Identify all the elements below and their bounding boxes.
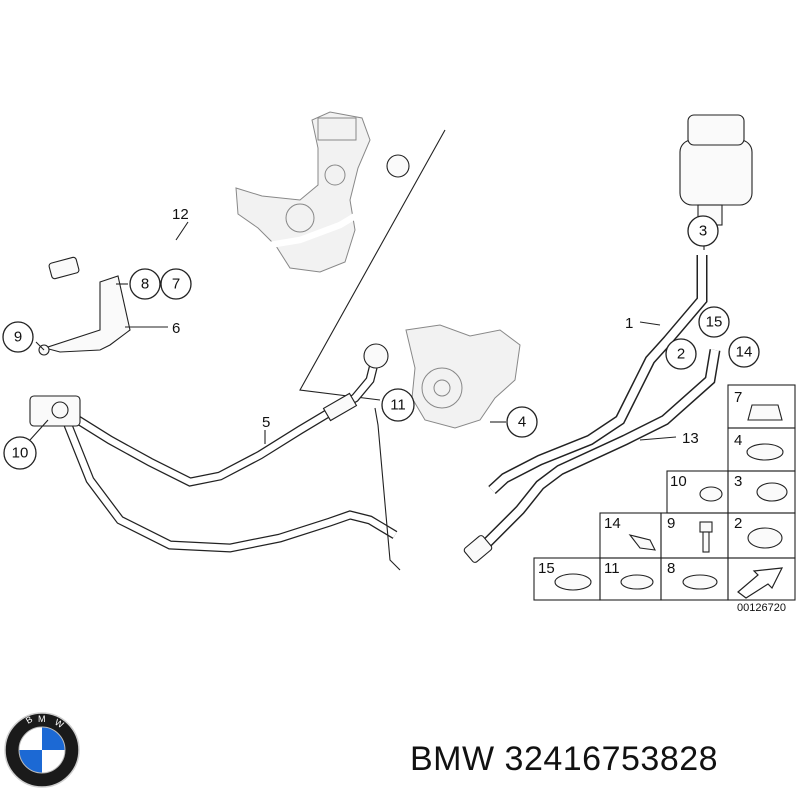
callout-3-label: 3	[699, 223, 707, 240]
callout-13: 13	[682, 430, 699, 447]
callout-2: 2	[665, 338, 697, 370]
callout-8: 8	[129, 268, 161, 300]
callout-8-label: 8	[141, 276, 149, 293]
legend-label-9: 9	[667, 515, 675, 532]
legend-label-14: 14	[604, 515, 621, 532]
steering-gear-ghost	[235, 111, 371, 273]
callout-14: 14	[728, 336, 760, 368]
legend-nut-small-icon	[699, 486, 723, 502]
legend-bolt-head-icon	[699, 521, 713, 533]
caption-brand: BMW	[410, 740, 495, 778]
callout-11-label: 11	[390, 397, 406, 414]
legend-label-15: 15	[538, 560, 555, 577]
callout-2-label: 2	[677, 346, 685, 363]
hose-13	[463, 349, 721, 563]
svg-text:M: M	[38, 714, 46, 724]
callout-9: 9	[2, 321, 34, 353]
legend-hose-clip-icon	[747, 527, 783, 549]
callout-7-label: 7	[172, 276, 180, 293]
callout-5: 5	[262, 414, 270, 431]
legend-nut-icon	[747, 404, 783, 421]
legend-clamp-icon	[746, 443, 784, 461]
legend-label-3: 3	[734, 473, 742, 490]
reservoir	[679, 114, 753, 226]
callout-1: 1	[625, 315, 633, 332]
legend-clip-icon	[628, 534, 656, 551]
callout-15-label: 15	[706, 314, 723, 331]
callout-9-label: 9	[14, 329, 22, 346]
legend-label-4: 4	[734, 432, 742, 449]
bracket-6	[43, 275, 131, 353]
callout-12: 12	[172, 206, 189, 223]
legend-grid: 7 4 10 3 14 9 2 15 11 8 00126720	[533, 384, 796, 614]
legend-washer-icon	[682, 574, 718, 590]
callout-4-label: 4	[518, 414, 526, 431]
legend-label-2: 2	[734, 515, 742, 532]
legend-clip-clamp-icon	[756, 482, 788, 502]
leader-11	[374, 407, 401, 571]
legend-bolt-shank-icon	[702, 531, 710, 553]
bmw-logo: B M W	[4, 712, 80, 788]
callout-6: 6	[172, 320, 180, 337]
svg-text:B: B	[24, 714, 34, 726]
caption-part-number: 32416753828	[504, 740, 719, 778]
legend-band-clamp-icon	[554, 573, 592, 591]
hose-1	[488, 255, 708, 495]
legend-label-7: 7	[734, 389, 742, 406]
leader-lines	[29, 221, 705, 444]
callout-7: 7	[160, 268, 192, 300]
return-hose	[29, 395, 398, 553]
callout-3: 3	[687, 215, 719, 247]
callout-11: 11	[381, 388, 415, 422]
diagram-code: 00126720	[737, 602, 786, 614]
legend-seal-ring-icon	[620, 574, 654, 590]
callout-14-label: 14	[736, 344, 753, 361]
legend-label-11: 11	[604, 560, 620, 577]
pump-ghost	[405, 324, 521, 429]
legend-label-10: 10	[670, 473, 687, 490]
legend-arrow-icon	[737, 567, 784, 599]
callout-15: 15	[698, 306, 730, 338]
callout-10: 10	[3, 436, 37, 470]
hose-12	[48, 154, 410, 280]
hose-5	[59, 343, 389, 487]
legend-label-8: 8	[667, 560, 675, 577]
callout-10-label: 10	[12, 445, 29, 462]
part-caption: BMW 32416753828	[410, 740, 718, 779]
callout-4: 4	[506, 406, 538, 438]
